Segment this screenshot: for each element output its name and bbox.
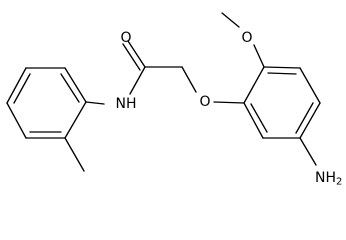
bond-ring2-c1-c2 xyxy=(243,66,265,104)
bond-oether-ch2 xyxy=(181,66,197,93)
bond-carbonyl-o xyxy=(127,40,146,68)
atom-amine-nh: NH xyxy=(315,170,336,186)
bond-carbonyl-o-second xyxy=(122,43,141,71)
bond-ring2-c6-c1-inner xyxy=(250,103,268,133)
bond-ring2-amine xyxy=(299,137,317,166)
bond-ring2-c2-c3-inner xyxy=(267,72,297,75)
bond-ring2-omethoxy xyxy=(253,44,265,68)
atom-nh-amide: NH xyxy=(116,96,137,112)
bond-ring1-c3-c4-inner xyxy=(13,73,31,104)
bond-lines xyxy=(6,12,321,172)
atom-labels: O NH O O NH 2 xyxy=(116,30,343,188)
bond-n-ring1 xyxy=(85,101,105,105)
bond-ring1-c6-c1 xyxy=(64,101,87,139)
atom-o-carbonyl: O xyxy=(120,30,131,46)
chemical-structure: O NH O O NH 2 xyxy=(6,12,343,188)
atom-amine: NH 2 xyxy=(315,170,342,188)
bond-ring1-c1-c2-inner xyxy=(60,73,80,103)
bond-ring2-c6-c1 xyxy=(243,102,264,139)
bond-carbonyl-n xyxy=(129,66,146,95)
bond-ring1-c3-c4 xyxy=(6,67,27,104)
bond-ring2-c4-c5-inner xyxy=(295,102,314,134)
bond-methoxy-methyl xyxy=(221,12,240,28)
bond-ring2-c2-c3 xyxy=(263,66,301,69)
bond-ring1-methyl xyxy=(64,137,85,172)
atom-amine-subscript: 2 xyxy=(336,177,342,188)
atom-o-ether: O xyxy=(199,94,210,110)
bond-ring1-c4-c5 xyxy=(6,102,27,139)
bond-ring1-c1-c2 xyxy=(64,67,87,103)
atom-o-methoxy: O xyxy=(241,30,252,46)
bond-ring2-c4-c5 xyxy=(299,102,321,139)
bond-ring2-oether xyxy=(213,101,245,104)
bond-ring2-c3-c4 xyxy=(299,67,321,104)
